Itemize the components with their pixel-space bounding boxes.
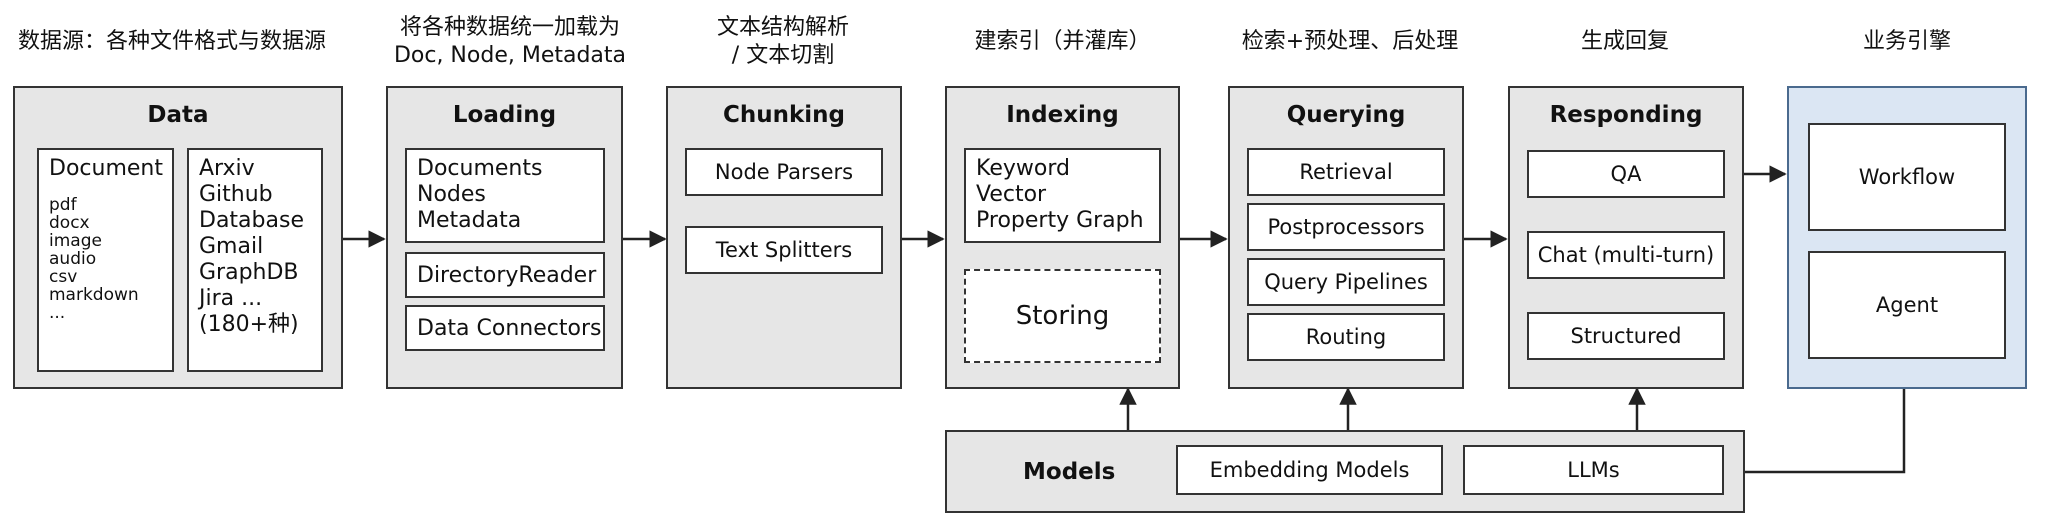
chunking-stage-title: Chunking (722, 102, 846, 128)
retrieval-box: Retrieval (1247, 148, 1445, 196)
format-item: audio (49, 249, 97, 269)
caption-indexing: 建索引（并灌库） (974, 29, 1151, 54)
format-item: ... (49, 303, 66, 323)
data-stage-title: Data (147, 102, 209, 128)
source-item: Github (199, 182, 273, 207)
query-pipelines-box: Query Pipelines (1247, 258, 1445, 306)
workflow-box: Workflow (1808, 123, 2006, 231)
source-item: Database (199, 208, 304, 233)
indexing-stage-title: Indexing (1006, 102, 1119, 128)
document-box: Document pdf docx image audio csv markdo… (37, 148, 174, 372)
postprocessors-box: Postprocessors (1247, 203, 1445, 251)
data-connectors-box: Data Connectors (405, 305, 605, 351)
storing-box: Storing (964, 269, 1161, 363)
index-type-item: Keyword (976, 156, 1070, 181)
source-item: Gmail (199, 234, 264, 259)
arrow-llms-to-agent (1722, 355, 1913, 474)
routing-box: Routing (1247, 313, 1445, 361)
agent-box: Agent (1808, 251, 2006, 359)
format-item: image (49, 231, 102, 251)
llms-box: LLMs (1463, 445, 1724, 495)
responding-stage: Responding QA Chat (multi-turn) Structur… (1508, 86, 1744, 389)
loading-output-item: Nodes (417, 182, 486, 207)
index-type-item: Property Graph (976, 208, 1144, 233)
responding-stage-title: Responding (1549, 102, 1703, 128)
data-stage: Data Document pdf docx image audio csv m… (13, 86, 343, 389)
querying-stage-title: Querying (1286, 102, 1406, 128)
source-item: Jira ... (199, 286, 263, 311)
source-item: Arxiv (199, 156, 255, 181)
format-item: markdown (49, 285, 139, 305)
loading-output-item: Metadata (417, 208, 522, 233)
node-parsers-box: Node Parsers (685, 148, 883, 196)
models-title: Models (1023, 458, 1116, 485)
loading-stage-title: Loading (452, 102, 557, 128)
document-title: Document (49, 156, 163, 181)
models-bar: Models Embedding Models LLMs (945, 430, 1745, 513)
caption-data: 数据源：各种文件格式与数据源 (18, 29, 327, 54)
loading-stage: Loading Documents Nodes Metadata Directo… (386, 86, 623, 389)
source-item: (180+种) (199, 312, 299, 337)
embedding-models-box: Embedding Models (1176, 445, 1443, 495)
structured-box: Structured (1527, 312, 1725, 360)
querying-stage: Querying Retrieval Postprocessors Query … (1228, 86, 1464, 389)
directory-reader-box: DirectoryReader (405, 252, 605, 298)
chat-multi-turn-box: Chat (multi-turn) (1527, 231, 1725, 279)
chunking-stage: Chunking Node Parsers Text Splitters (666, 86, 902, 389)
source-item: GraphDB (199, 260, 299, 285)
qa-box: QA (1527, 150, 1725, 198)
sources-box: Arxiv Github Database Gmail GraphDB Jira… (187, 148, 323, 372)
caption-engine: 业务引擎 (1862, 29, 1951, 54)
index-type-item: Vector (976, 182, 1047, 207)
loading-output-item: Documents (417, 156, 543, 181)
format-item: pdf (49, 195, 77, 215)
text-splitters-box: Text Splitters (685, 226, 883, 274)
index-types-box: Keyword Vector Property Graph (964, 148, 1161, 243)
format-item: csv (49, 267, 78, 287)
loading-outputs-box: Documents Nodes Metadata (405, 148, 605, 243)
caption-responding: 生成回复 (1580, 29, 1669, 54)
engine-stage: Workflow Agent (1787, 86, 2027, 389)
caption-loading: 将各种数据统一加载为 Doc, Node, Metadata (393, 15, 627, 68)
format-item: docx (49, 213, 90, 233)
caption-querying: 检索+预处理、后处理 (1241, 29, 1459, 54)
caption-chunking: 文本结构解析 / 文本切割 (716, 15, 849, 68)
indexing-stage: Indexing Keyword Vector Property Graph S… (945, 86, 1180, 389)
